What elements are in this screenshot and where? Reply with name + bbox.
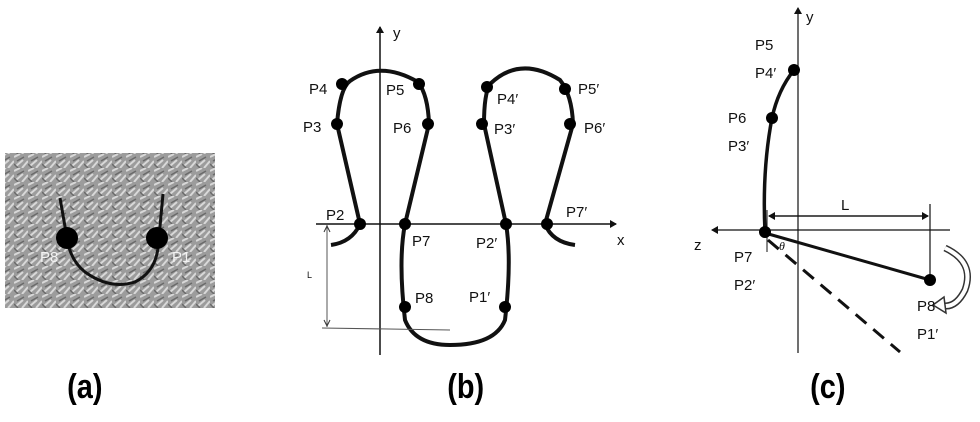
panel-b: y x L P2 P3 P4 P5 P6 P7 P8 P1′ P2′ [303, 25, 625, 355]
coil-profile-curve [762, 68, 796, 233]
point-p5 [413, 78, 425, 90]
label-p3p: P3′ [494, 121, 515, 138]
point-p2p [500, 218, 512, 230]
label-p8: P8 [415, 290, 433, 307]
point-p5p [559, 83, 571, 95]
label-p8: P8 [40, 249, 58, 266]
rotation-arrow-head [931, 295, 947, 315]
label-p7: P7 [412, 233, 430, 250]
rotation-arrow-fill [939, 246, 970, 308]
y-axis-label: y [806, 9, 814, 26]
point-p3p [476, 118, 488, 130]
point-p3 [331, 118, 343, 130]
x-axis-label: x [617, 232, 625, 249]
point-p8 [56, 227, 78, 249]
label-p5: P5 [386, 82, 404, 99]
label-p2p: P2′ [734, 277, 755, 294]
label-p6p: P6′ [584, 120, 605, 137]
y-axis-label: y [393, 25, 401, 42]
label-p2: P2 [326, 207, 344, 224]
point-p4 [336, 78, 348, 90]
label-p5: P5 [755, 37, 773, 54]
label-p1p: P1′ [917, 326, 938, 343]
point-p1p [499, 301, 511, 313]
label-p6: P6 [393, 120, 411, 137]
dimension-label: L [307, 270, 312, 280]
label-p5p: P5′ [578, 81, 599, 98]
caption-a: (a) [67, 368, 103, 406]
point-p6-p3p [766, 112, 778, 124]
label-p8: P8 [917, 298, 935, 315]
label-p1: P1 [172, 249, 190, 266]
label-p3p: P3′ [728, 138, 749, 155]
coil-curve [330, 66, 576, 347]
point-p1 [146, 227, 168, 249]
dimension-arrows [323, 224, 331, 328]
point-p7p [541, 218, 553, 230]
panel-a: P8 P1 [5, 153, 215, 308]
dimension-label: L [841, 197, 849, 214]
point-p6 [422, 118, 434, 130]
dimension-extension [321, 327, 451, 331]
point-p5-p4p [788, 64, 800, 76]
point-p7-p2p [759, 226, 771, 238]
caption-c: (c) [810, 368, 846, 406]
theta-label: θ [779, 239, 785, 253]
label-p6: P6 [728, 110, 746, 127]
point-p4p [481, 81, 493, 93]
point-p8 [399, 301, 411, 313]
label-p3: P3 [303, 119, 321, 136]
label-p4p: P4′ [497, 91, 518, 108]
label-p1p: P1′ [469, 289, 490, 306]
point-p8-p1p [924, 274, 936, 286]
loop-curve [58, 193, 165, 286]
caption-b: (b) [447, 368, 485, 406]
label-p7p: P7′ [566, 204, 587, 221]
point-p6p [564, 118, 576, 130]
point-p7 [399, 218, 411, 230]
label-p4: P4 [309, 81, 327, 98]
rod-line [764, 231, 931, 282]
label-p4p: P4′ [755, 65, 776, 82]
rotated-rod-dashed [767, 238, 901, 354]
point-p2 [354, 218, 366, 230]
z-axis-label: z [694, 237, 702, 254]
label-p2p: P2′ [476, 235, 497, 252]
label-p7: P7 [734, 249, 752, 266]
panel-c: y z L θ P5 P4′ P6 P3′ P7 P2′ P8 P1′ [694, 7, 971, 354]
